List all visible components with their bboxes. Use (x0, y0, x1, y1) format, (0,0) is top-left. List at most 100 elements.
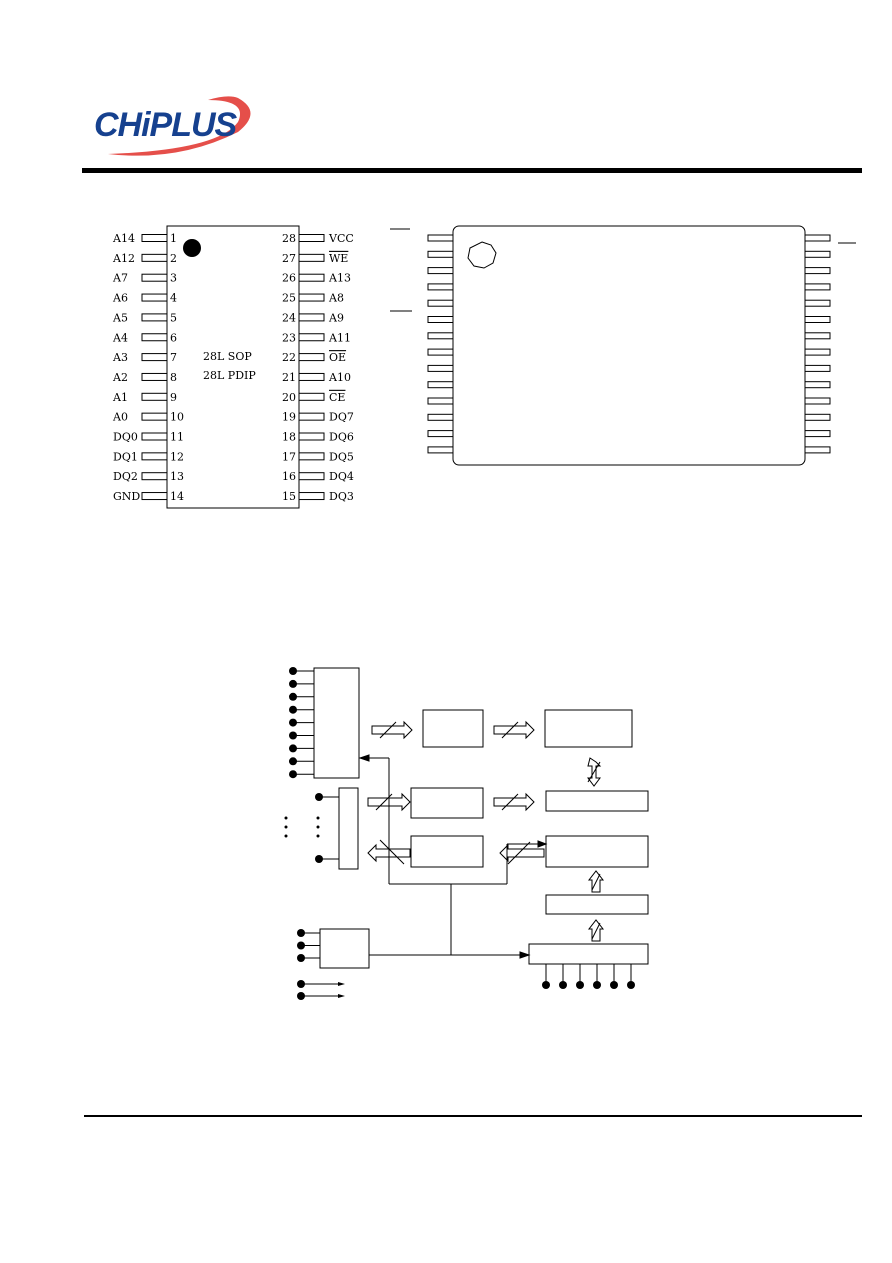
dip-pin-name: A10 (328, 371, 351, 384)
tsop-pin-lead (427, 316, 454, 323)
dip-pin-number: 5 (170, 311, 177, 324)
dip-pin-lead (141, 432, 168, 441)
dip-pin-lead (141, 412, 168, 421)
dip-pin-number: 12 (170, 450, 184, 463)
dip-pin-name: A13 (328, 272, 351, 285)
io-terminal-icon (593, 981, 601, 989)
header-rule (82, 168, 862, 173)
dip-pin-lead (298, 333, 325, 342)
dip-pin-lead (298, 273, 325, 282)
dip-pin-lead (141, 472, 168, 481)
power-arrow-icon (338, 982, 345, 986)
dip-pin-name: A2 (112, 371, 128, 384)
dip-pin-number: 19 (282, 411, 296, 424)
dip-pin-number: 23 (282, 331, 296, 344)
dip-pin-lead (298, 452, 325, 461)
io-control-block (545, 894, 649, 915)
dip-pin-name: A5 (112, 311, 128, 324)
dip-pin-name: A6 (112, 292, 128, 305)
dip-pin-number: 26 (282, 272, 296, 285)
tsop-pin-lead (804, 332, 831, 340)
logo-swoosh-icon (108, 96, 251, 156)
dip-pin-number: 8 (170, 371, 177, 384)
dip-pin-number: 13 (170, 470, 184, 483)
dip-pin-number: 15 (282, 490, 296, 503)
logo-text: CHiPLUS (94, 106, 237, 144)
tsop-pin-lead (427, 381, 454, 389)
dip-pin-lead (298, 253, 325, 262)
dip-pin-number: 25 (282, 292, 296, 305)
sense-amp-block (545, 835, 649, 868)
tsop-package (390, 225, 856, 466)
dip-pin-lead (298, 372, 325, 381)
dip-pin-lead (298, 313, 325, 322)
dip-pin-number: 9 (170, 391, 177, 404)
dip-pin-number: 20 (282, 391, 296, 404)
dip-pin-lead (141, 313, 168, 322)
column-decoder-block (410, 787, 484, 819)
dip-pin-name: A9 (328, 311, 344, 324)
dip-pin-lead (141, 353, 168, 362)
dip-pin-name: DQ5 (329, 450, 354, 463)
dip-pin-name: CE (329, 391, 345, 404)
dip-pin-lead (298, 234, 325, 242)
tsop-pin-lead (804, 234, 831, 242)
dip-pin-lead (141, 293, 168, 302)
dip-pin-number: 7 (170, 351, 177, 364)
ellipsis-dots-icon (284, 816, 320, 838)
dip-pin-name: A3 (112, 351, 128, 364)
tsop-pin-lead (427, 332, 454, 340)
tsop-pin-lead (804, 316, 831, 323)
dip-pin-name: GND (113, 490, 140, 503)
column-address-buffer-block (338, 787, 359, 870)
dip-pin-lead (141, 333, 168, 342)
dip-body (166, 225, 300, 509)
tsop-pin-lead (804, 430, 831, 438)
tsop-pin1-marker-icon (467, 241, 497, 269)
dip-pin-name: DQ0 (113, 431, 138, 444)
io-terminal-icon (559, 981, 567, 989)
dip-pin-lead (298, 492, 325, 501)
tsop-body (452, 225, 806, 466)
dip-pin-lead (141, 372, 168, 381)
tsop-pin-lead (427, 234, 454, 242)
dip-pin-lead (298, 353, 325, 362)
package-label-sop: 28L SOP (203, 350, 252, 363)
tsop-pin-lead (804, 364, 831, 372)
memory-array-block (544, 709, 633, 748)
dip-pin-lead (298, 432, 325, 441)
tsop-pin-lead (427, 397, 454, 405)
chiplus-logo: CHiPLUS (88, 92, 263, 162)
dip-pin-number: 16 (282, 470, 296, 483)
tsop-pin-lead (804, 283, 831, 291)
power-arrow-icon (338, 994, 345, 998)
dip-pin-number: 3 (170, 272, 177, 285)
bus-arrows (367, 720, 605, 942)
dip-pin-name: DQ2 (113, 470, 138, 483)
dip-pin-number: 2 (170, 252, 177, 265)
io-terminal-icon (542, 981, 550, 989)
tsop-pin-lead (804, 348, 831, 356)
block-diagram (284, 667, 649, 1000)
io-terminal-icon (627, 981, 635, 989)
footer-rule (84, 1115, 862, 1117)
tsop-pin-lead (804, 413, 831, 421)
tsop-pin-lead (427, 413, 454, 421)
dip-pin-number: 21 (282, 371, 296, 384)
tsop-pin-lead (427, 364, 454, 372)
dip-pin-name: DQ3 (329, 490, 354, 503)
io-terminal-icon (576, 981, 584, 989)
dip-pin-number: 6 (170, 331, 177, 344)
dip-pin-name: A0 (112, 411, 128, 424)
row-address-buffer-block (313, 667, 360, 779)
dip-pin-name: VCC (328, 232, 354, 245)
dip-pin-number: 10 (170, 411, 184, 424)
dip-pin-number: 4 (170, 292, 177, 305)
dip-pin-lead (141, 234, 168, 242)
dip-pin-lead (141, 273, 168, 282)
column-io-block (545, 790, 649, 812)
control-wiring (358, 754, 548, 959)
dip-pin-number: 14 (170, 490, 184, 503)
dip-pin-name: A1 (112, 391, 128, 404)
